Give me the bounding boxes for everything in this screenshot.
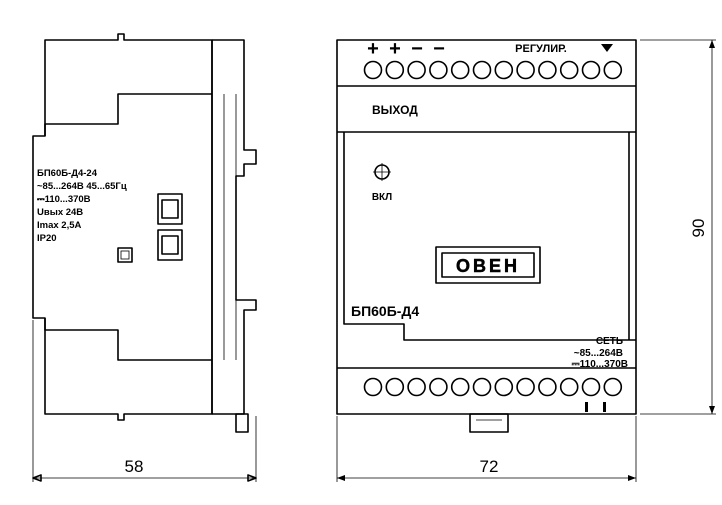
side-view-label: БП60Б-Д4-24 ~85...264В 45...65Гц ⎓110...… (37, 168, 127, 244)
screw-terminal (450, 377, 470, 397)
screw-terminal (581, 377, 601, 397)
screw-terminal (516, 377, 535, 397)
side-view-bottom-step (44, 318, 212, 361)
polarity-minus-1: − (411, 38, 423, 60)
output-label: ВЫХОД (372, 103, 418, 117)
din-latch (235, 413, 249, 433)
mains-terminal-mark (585, 402, 588, 412)
certification-mark (117, 247, 133, 263)
side-view: БП60Б-Д4-24 ~85...264В 45...65Гц ⎓110...… (32, 33, 257, 482)
screw-terminal (429, 377, 448, 397)
top-terminal-row (363, 60, 623, 80)
polarity-minus-2: − (433, 38, 445, 60)
side-label-line: Uвых 24В (37, 207, 83, 218)
mains-label: СЕТЬ (596, 336, 623, 347)
screw-terminal (472, 377, 492, 397)
adjust-label: РЕГУЛИР. (515, 43, 567, 55)
screw-terminal (603, 60, 623, 80)
bottom-terminal-row (363, 377, 623, 397)
svg-text:ОВЕН: ОВЕН (456, 256, 520, 276)
din-rail-clip-profile (212, 39, 257, 415)
screw-terminal (538, 377, 557, 397)
height-dimension: 90 (689, 219, 708, 238)
screw-terminal (363, 60, 383, 80)
side-label-line: IP20 (37, 233, 57, 244)
side-view-top-step (44, 93, 212, 136)
polarity-plus-2: + (389, 38, 401, 60)
mains-terminal-mark (603, 402, 606, 412)
screw-terminal (429, 60, 448, 80)
side-terminal-bottom (157, 229, 183, 261)
front-view: + + − − РЕГУЛИР. ВЫХОД ВКЛ ОВЕН БП60Б-Д4… (336, 38, 716, 482)
brand-logo: ОВЕН (435, 246, 541, 284)
screw-terminal (516, 60, 535, 80)
screw-terminal (559, 60, 579, 80)
screw-terminal (559, 377, 579, 397)
side-label-line: БП60Б-Д4-24 (37, 168, 98, 179)
side-label-line: ~85...264В 45...65Гц (37, 181, 127, 192)
screw-terminal (450, 60, 470, 80)
side-terminal-top (157, 193, 183, 225)
side-width-dimension: 58 (125, 457, 144, 476)
screw-terminal (363, 377, 383, 397)
screw-terminal (472, 60, 492, 80)
model-label: БП60Б-Д4 (351, 303, 419, 319)
polarity-plus-1: + (367, 38, 379, 60)
screw-terminal (494, 60, 514, 80)
power-indicator-icon (373, 163, 391, 181)
mains-dc-range: ⎓110...370В (572, 359, 628, 370)
screw-terminal (385, 60, 405, 80)
din-latch-front (469, 413, 509, 433)
screw-terminal (603, 377, 623, 397)
screw-terminal (407, 377, 426, 397)
screw-terminal (581, 60, 601, 80)
side-label-line: Imax 2,5А (37, 220, 81, 231)
screw-terminal (538, 60, 557, 80)
side-label-line: ⎓110...370В (37, 194, 91, 205)
front-width-dimension: 72 (480, 457, 499, 476)
screw-terminal (407, 60, 426, 80)
front-panel-outline (343, 132, 636, 341)
screw-terminal (494, 377, 514, 397)
certification-mark-inner (120, 250, 130, 260)
screw-terminal (385, 377, 405, 397)
mains-ac-range: ~85...264В (574, 348, 623, 359)
adjust-arrow-icon (601, 44, 613, 52)
power-indicator-label: ВКЛ (372, 192, 392, 203)
side-view-body-outline (32, 33, 213, 421)
